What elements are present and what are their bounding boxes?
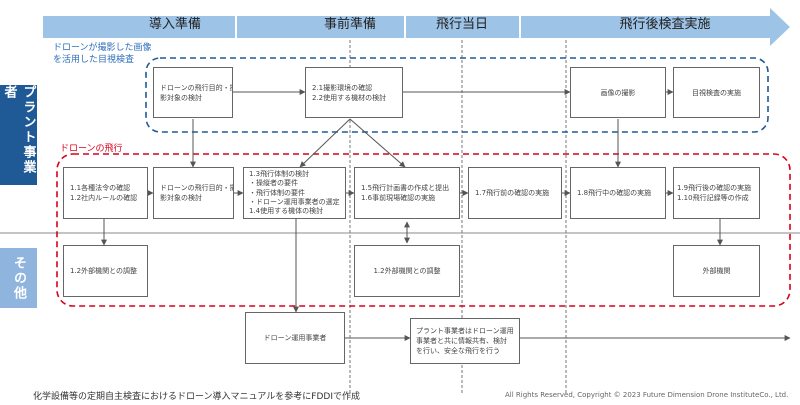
phase-label-post-flight: 飛行後検査実施	[619, 17, 711, 32]
visual-purpose-box: ドローンの飛行目的・撮影対象の検討	[153, 67, 233, 118]
external-organization-box: 外部機関	[673, 245, 760, 297]
drone-flight-title: ドローンの飛行	[60, 144, 123, 154]
visual-inspection-box: 目視検査の実施	[673, 67, 760, 118]
external-coordination-box-1: 1.2外部機関との調整	[63, 245, 148, 297]
visual-inspection-title: ドローンが撮影した画像 を活用した目視検査	[53, 43, 152, 65]
external-coordination-box-2: 1.2外部機関との調整	[354, 245, 460, 297]
drone-operator-box: ドローン運用事業者	[245, 312, 345, 364]
phase-label-flight-day: 飛行当日	[435, 17, 488, 32]
visual-inspection-group	[145, 57, 769, 133]
pre-flight-check-box: 1.7飛行前の確認の実施	[468, 167, 562, 219]
in-flight-check-box: 1.8飛行中の確認の実施	[570, 167, 666, 219]
phase-arrow	[43, 8, 790, 46]
image-capture-box: 画像の撮影	[570, 67, 666, 118]
phase-label-introduction: 導入準備	[148, 17, 201, 32]
flight-structure-box: 1.3飛行体制の検討 ・操縦者の要件 ・飛行体制の要件 ・ドローン運用事業者の選…	[243, 167, 346, 219]
footer-source-note: 化学設備等の定期自主検査におけるドローン導入マニュアルを参考にFDDIで作成	[33, 392, 360, 402]
info-sharing-box: プラント事業者はドローン運用事業者と共に情報共有、検討を行い、安全な飛行を行う	[410, 318, 520, 364]
other-band: その他	[0, 248, 37, 308]
drone-flight-group	[56, 153, 791, 307]
plant-operator-label: プラント事業者	[1, 85, 36, 175]
other-label: その他	[11, 255, 26, 301]
footer-copyright: All Rights Reserved, Copyright © 2023 Fu…	[505, 391, 789, 399]
phase-label-preparation: 事前準備	[323, 17, 376, 32]
flight-purpose-box: ドローンの飛行目的・撮影対象の検討	[153, 167, 234, 219]
plant-operator-band: プラント事業者	[0, 85, 37, 185]
